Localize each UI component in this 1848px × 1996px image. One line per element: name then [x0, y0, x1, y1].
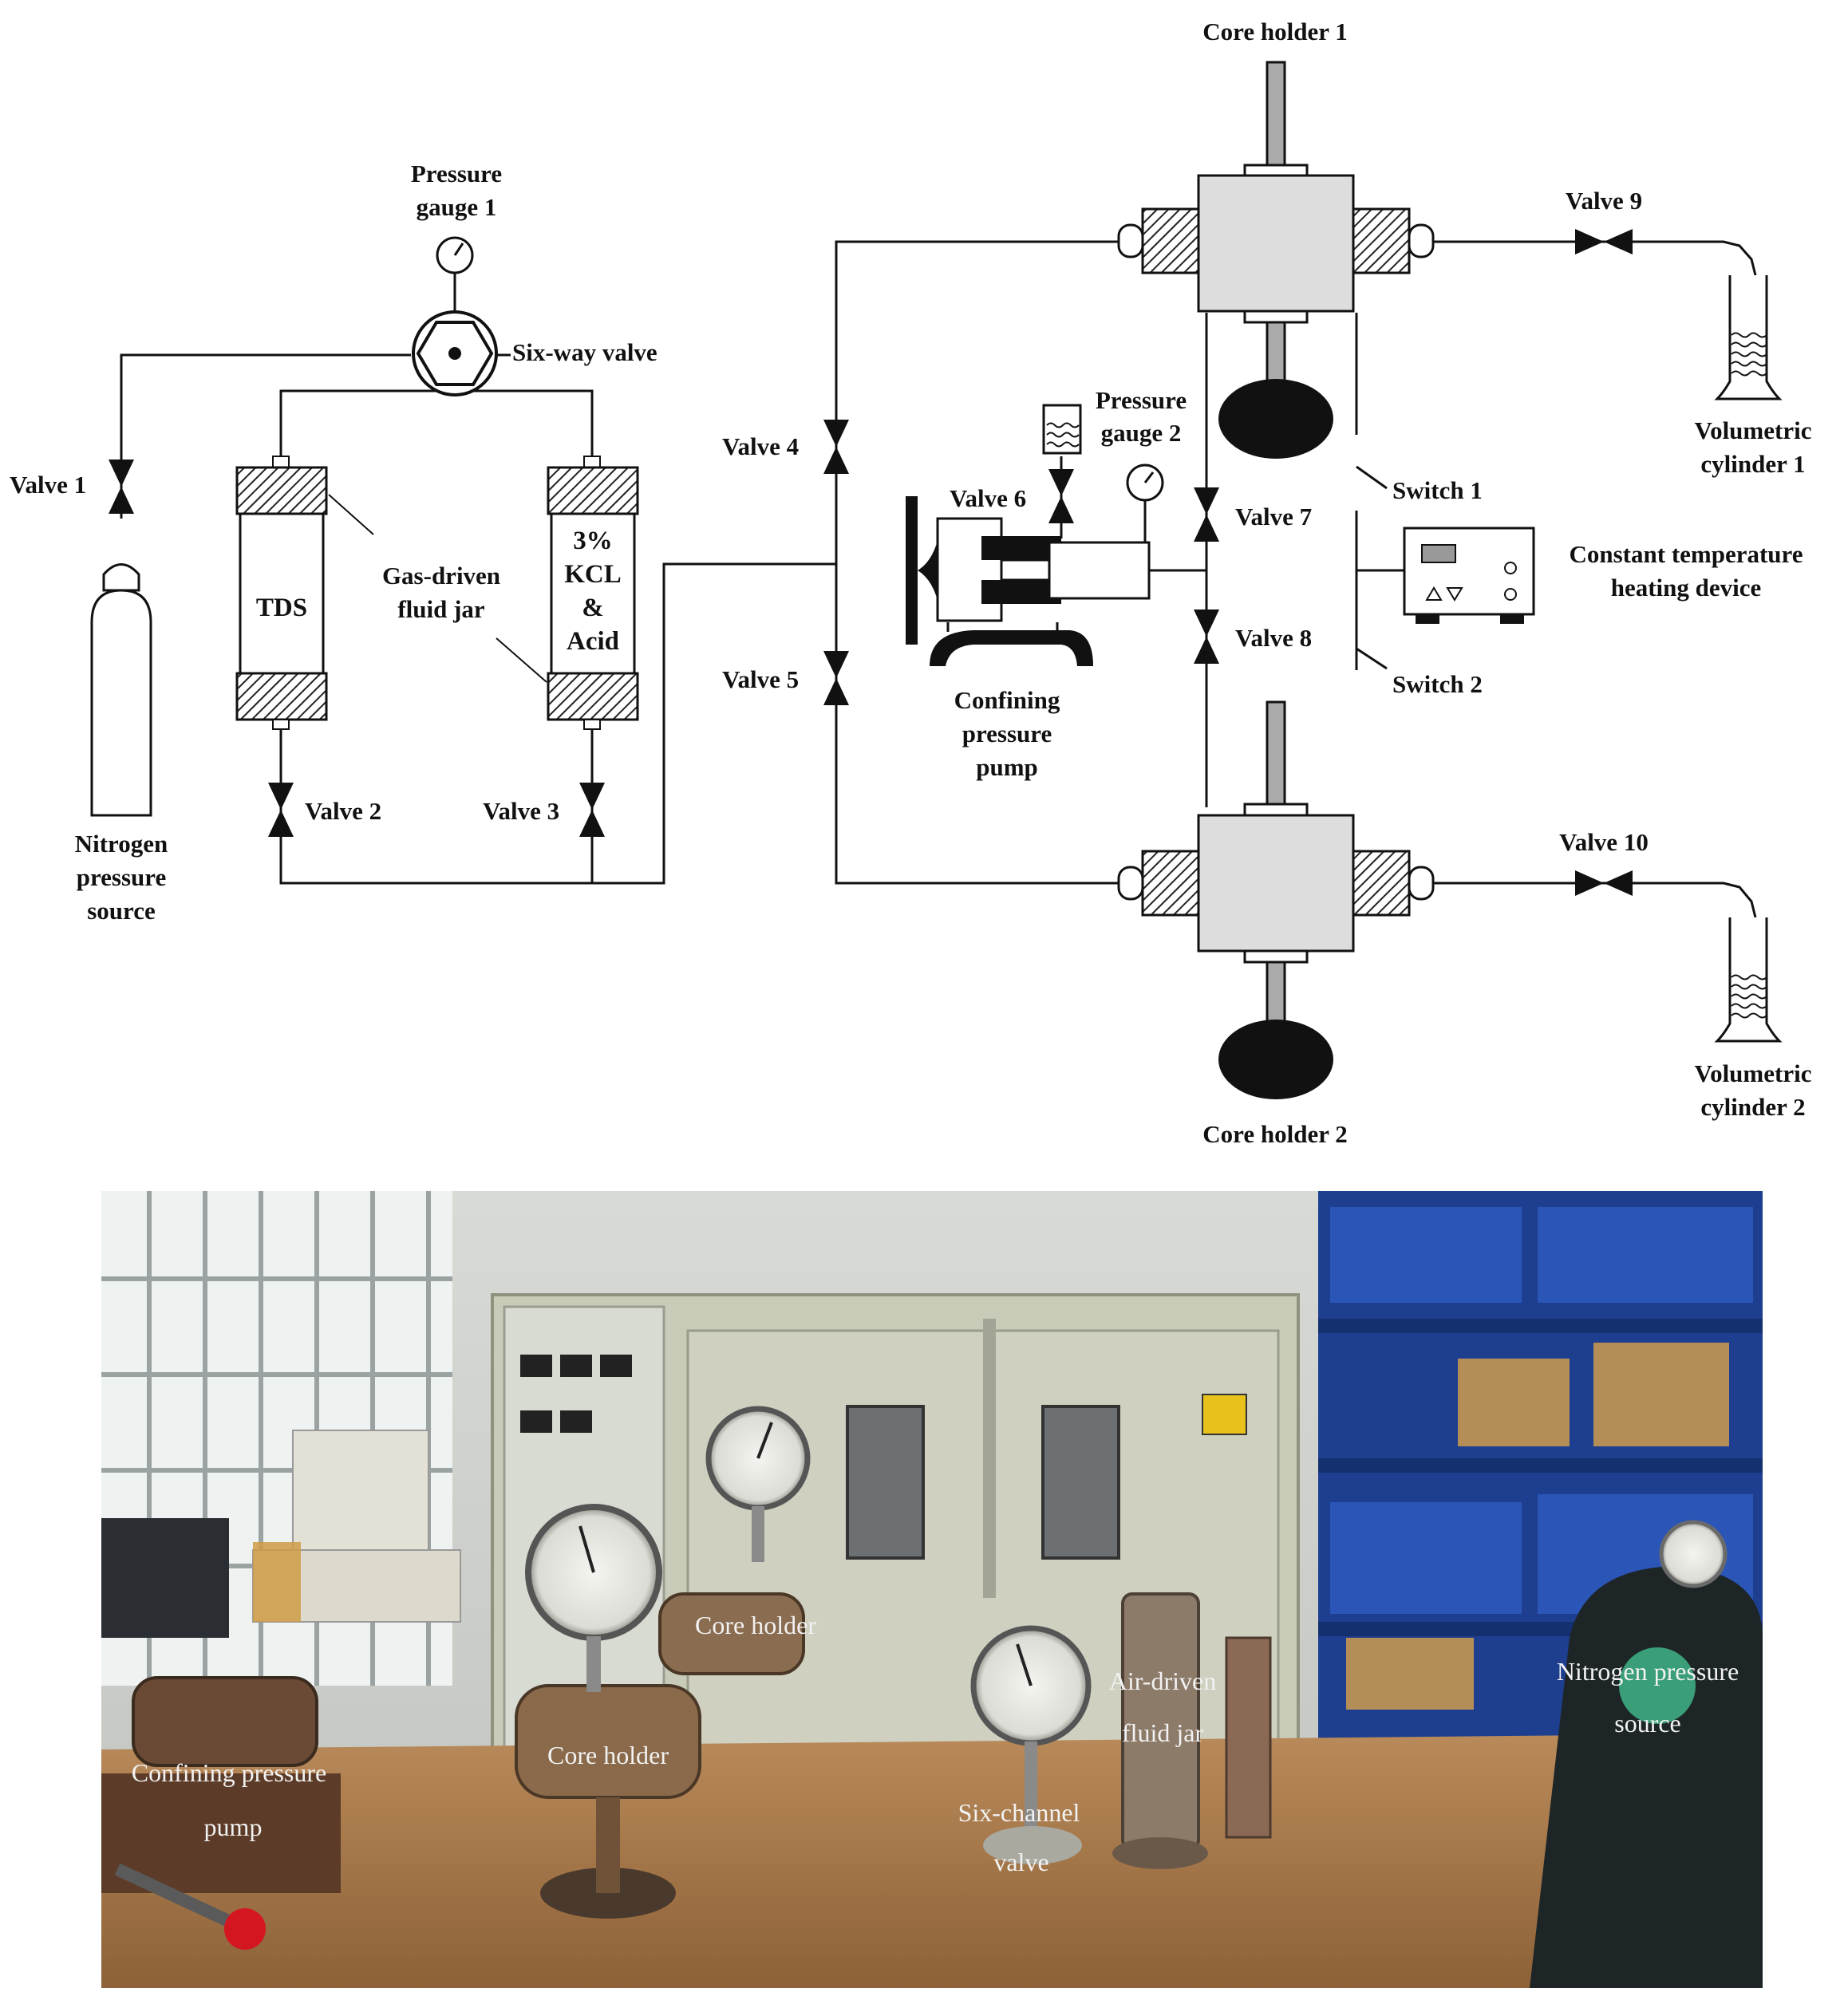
label-tds: TDS [256, 594, 307, 622]
volumetric-cylinder-2 [1714, 917, 1783, 1043]
label-six-way-valve: Six-way valve [512, 338, 657, 366]
valve-9 [1575, 229, 1633, 254]
label-nitrogen-l3: source [87, 897, 156, 925]
photo-label-pump-l2: pump [204, 1813, 263, 1841]
volumetric-cylinder-1 [1714, 275, 1783, 400]
photo-label-six-channel-l2: valve [993, 1848, 1048, 1876]
label-pump-l1: Confining [954, 686, 1060, 714]
pressure-gauge-2 [1042, 404, 1164, 542]
photo-label-six-channel-l1: Six-channel [958, 1798, 1080, 1827]
photo-label-core-holder-a: Core holder [695, 1611, 816, 1639]
label-heater-l2: heating device [1611, 574, 1762, 602]
label-valve-8: Valve 8 [1235, 624, 1312, 652]
tds-jar [235, 456, 328, 730]
label-cylinder-2-l2: cylinder 2 [1700, 1093, 1805, 1121]
valve-2 [268, 783, 294, 837]
label-pressure-gauge-2-l2: gauge 2 [1101, 419, 1182, 447]
valve-4 [823, 420, 849, 474]
label-cylinder-2-l1: Volumetric [1695, 1059, 1812, 1087]
kcl-acid-jar [547, 456, 639, 730]
heating-device [1403, 527, 1535, 624]
label-kcl-l3: & [582, 594, 604, 622]
label-cylinder-1-l1: Volumetric [1695, 416, 1812, 444]
label-pressure-gauge-2-l1: Pressure [1096, 386, 1187, 414]
label-switch-2: Switch 2 [1392, 670, 1483, 698]
label-valve-10: Valve 10 [1559, 828, 1649, 856]
label-kcl-l1: 3% [573, 527, 613, 555]
label-cylinder-1-l2: cylinder 1 [1700, 450, 1805, 478]
valve-6 [1048, 469, 1074, 523]
lab-photo: Core holder Core holder Air-driven fluid… [101, 1191, 1763, 1988]
label-nitrogen-l2: pressure [77, 863, 167, 891]
label-kcl-l2: KCL [564, 560, 622, 589]
valve-1 [109, 460, 134, 514]
photo-label-nitrogen-l1: Nitrogen pressure [1557, 1657, 1739, 1686]
photo-label-air-jar-l2: fluid jar [1122, 1718, 1204, 1747]
schematic-diagram: Core holder 1 Core holder 2 Pressure gau… [10, 18, 1812, 1148]
photo-label-air-jar-l1: Air-driven [1109, 1667, 1216, 1695]
label-kcl-l4: Acid [567, 627, 619, 656]
label-pump-l3: pump [976, 753, 1038, 781]
label-valve-3: Valve 3 [483, 797, 559, 825]
valve-8 [1194, 609, 1219, 664]
six-way-valve [412, 236, 498, 396]
label-heater-l1: Constant temperature [1569, 540, 1803, 568]
label-valve-9: Valve 9 [1566, 187, 1642, 215]
valve-5 [823, 651, 849, 705]
label-core-holder-1: Core holder 1 [1202, 18, 1347, 45]
photo-label-core-holder-b: Core holder [547, 1741, 669, 1769]
label-gas-driven-jar-l2: fluid jar [397, 595, 485, 623]
valve-10 [1575, 870, 1633, 896]
nitrogen-bottle [90, 563, 152, 817]
core-holder-1 [1117, 61, 1435, 459]
label-core-holder-2: Core holder 2 [1202, 1120, 1347, 1148]
core-holder-2 [1117, 700, 1435, 1099]
label-valve-5: Valve 5 [722, 665, 799, 693]
label-valve-6: Valve 6 [950, 484, 1026, 512]
label-valve-4: Valve 4 [722, 432, 799, 460]
label-valve-7: Valve 7 [1235, 503, 1312, 531]
valve-7 [1194, 487, 1219, 542]
valve-3 [579, 783, 605, 837]
label-gas-driven-jar-l1: Gas-driven [382, 562, 500, 590]
label-pressure-gauge-1-l2: gauge 1 [417, 193, 497, 221]
label-pump-l2: pressure [962, 720, 1052, 748]
photo-label-nitrogen-l2: source [1614, 1709, 1681, 1738]
label-nitrogen-l1: Nitrogen [75, 830, 168, 858]
label-valve-2: Valve 2 [305, 797, 381, 825]
label-valve-1: Valve 1 [10, 471, 86, 499]
confining-pressure-pump [906, 496, 1151, 666]
label-switch-1: Switch 1 [1392, 476, 1483, 504]
label-pressure-gauge-1-l1: Pressure [411, 160, 502, 187]
photo-label-pump-l1: Confining pressure [132, 1758, 326, 1787]
